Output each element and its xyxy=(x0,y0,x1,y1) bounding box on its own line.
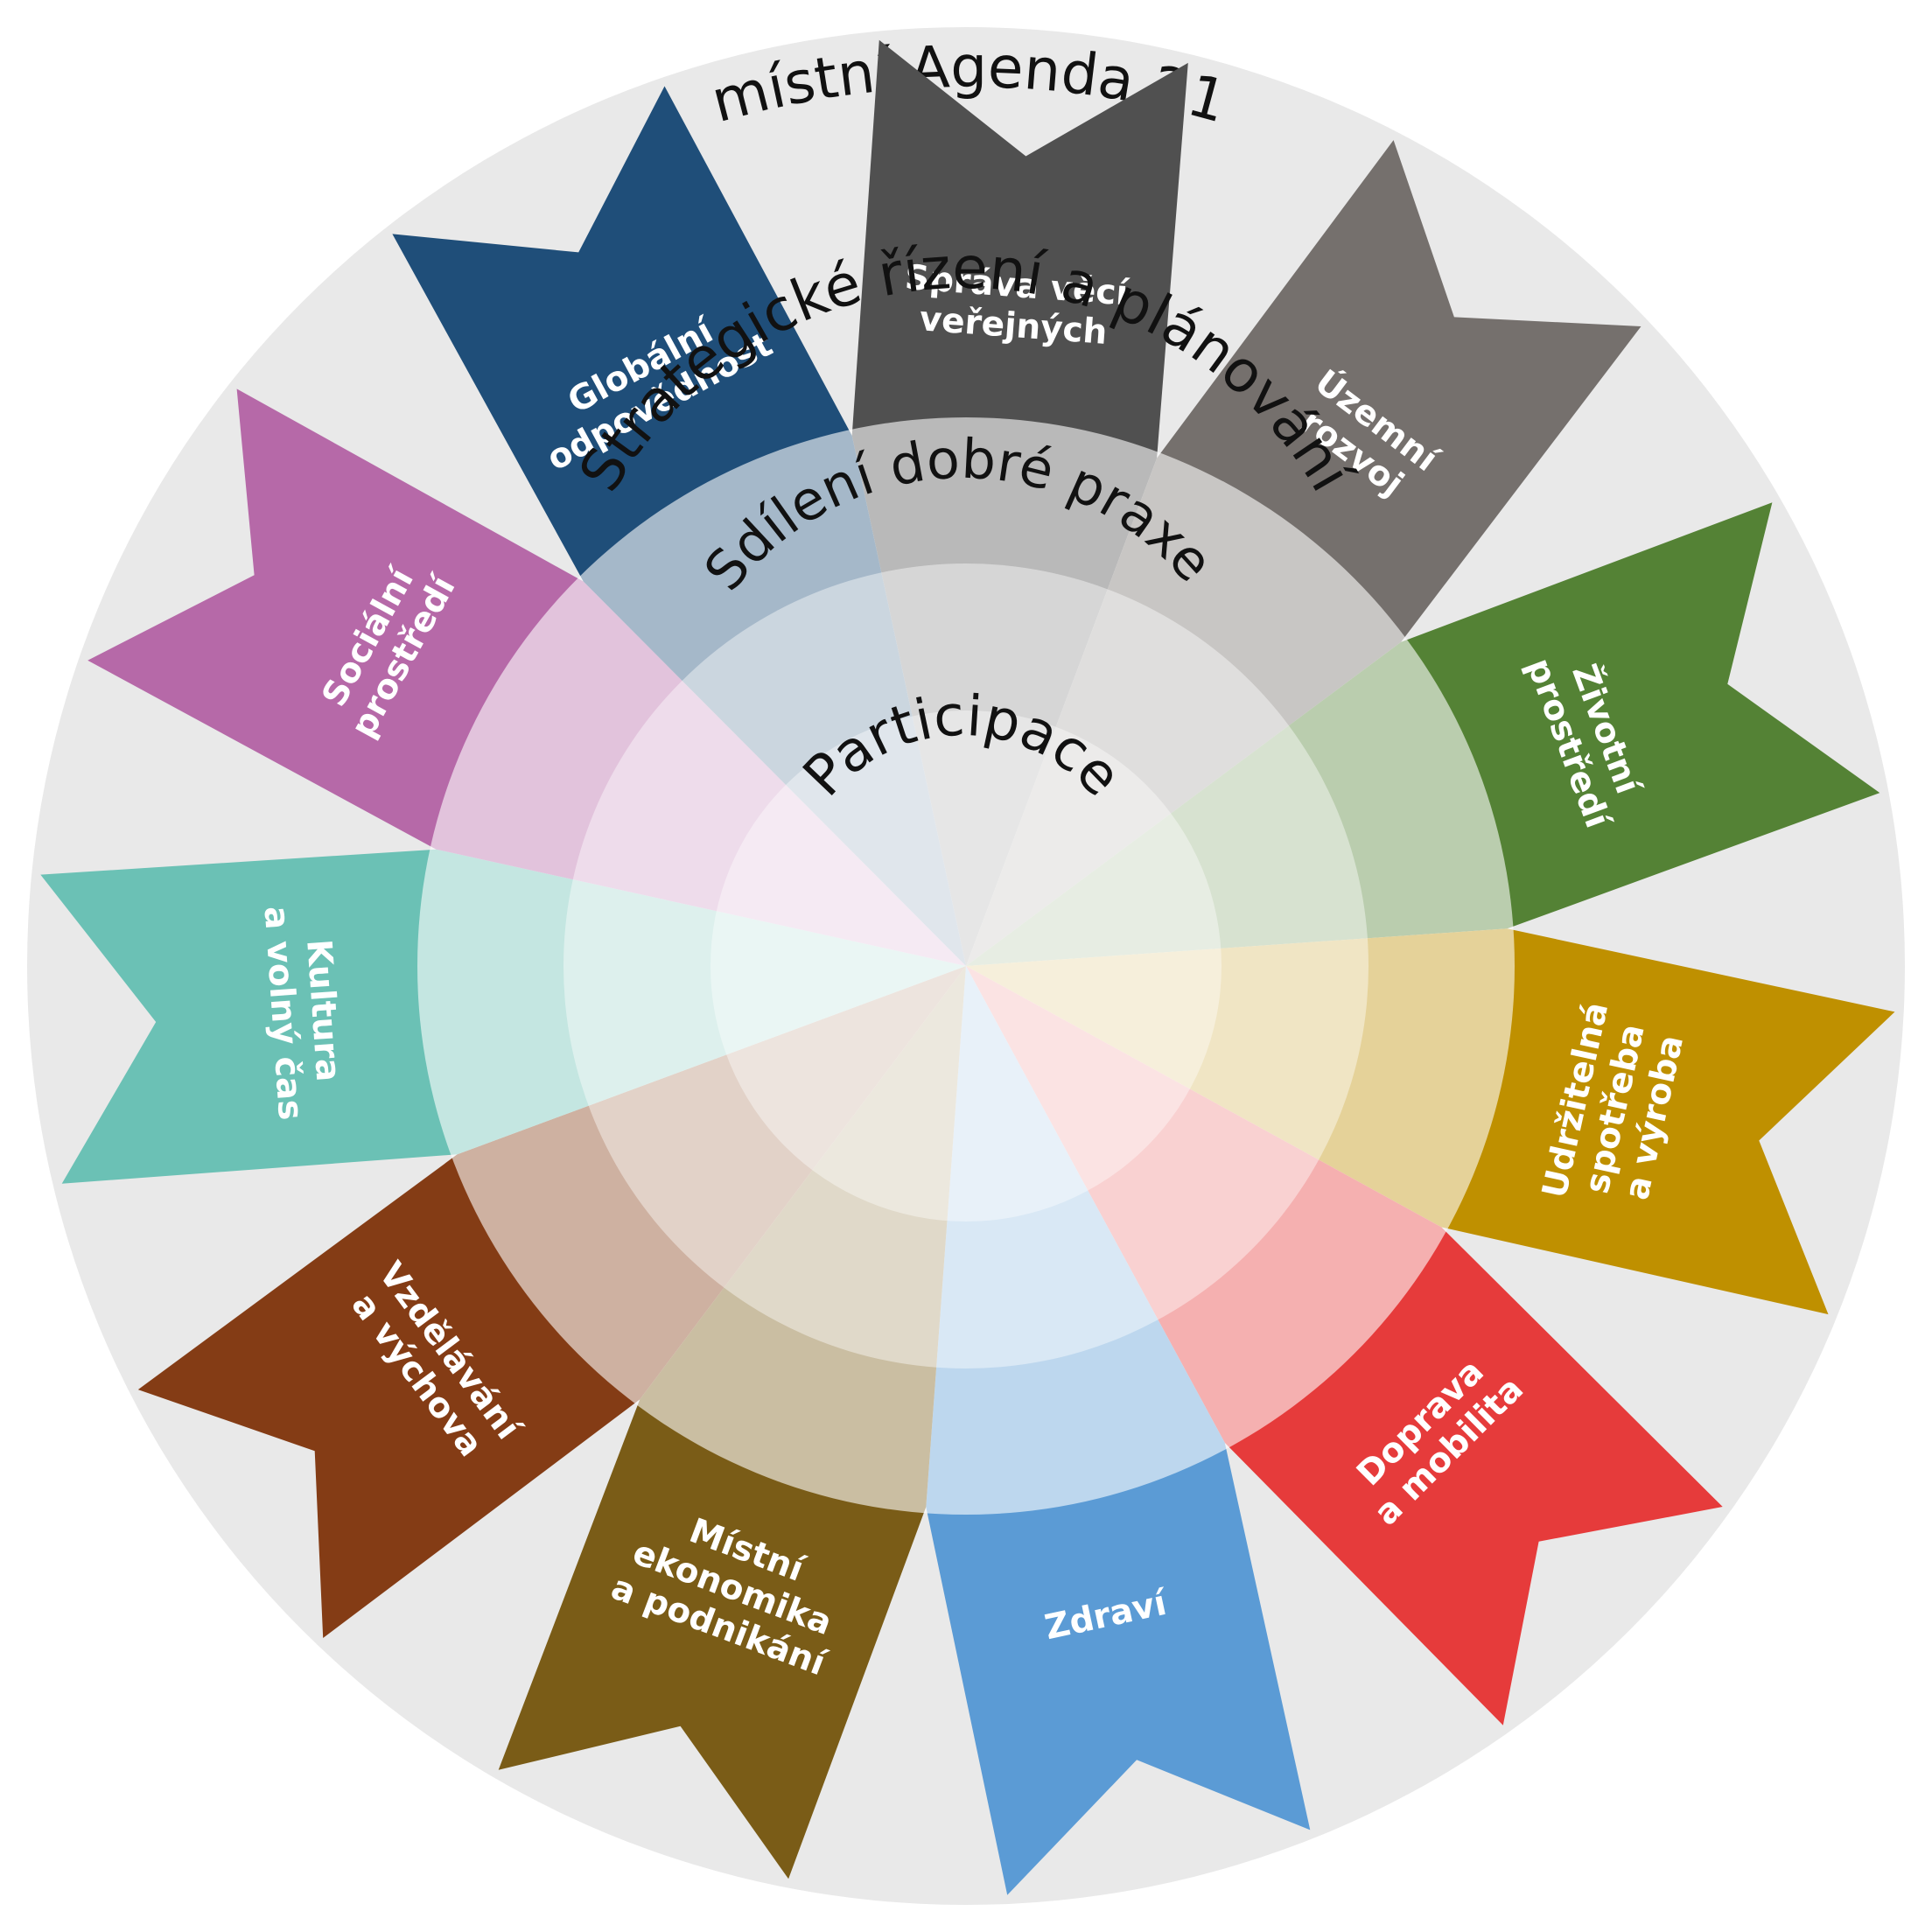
ring-overlays xyxy=(417,417,1515,1515)
ring-outer-overlay xyxy=(417,417,1515,1515)
ring-inner-overlay xyxy=(710,710,1222,1222)
ribbon-label-line: Kultura xyxy=(298,938,347,1082)
ring-middle-overlay xyxy=(564,564,1368,1368)
